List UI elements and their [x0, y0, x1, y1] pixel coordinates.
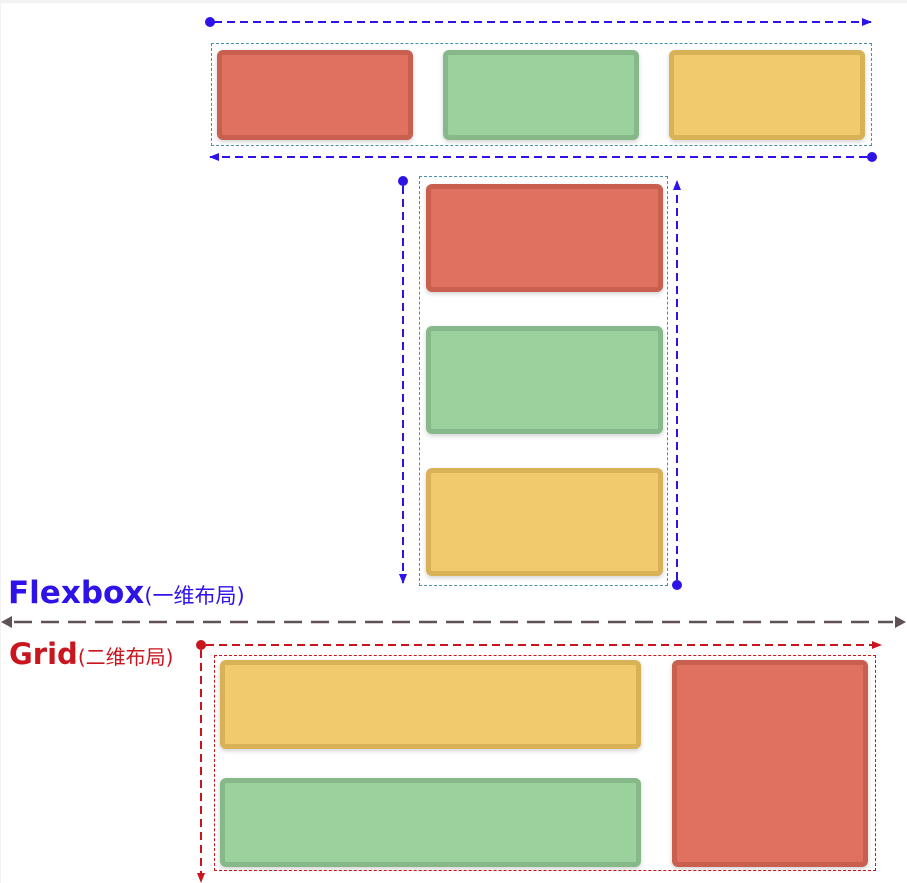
- column-reverse-start-dot: [672, 580, 682, 590]
- grid-container: [214, 655, 876, 871]
- grid-label-main: Grid: [9, 637, 78, 671]
- grid-axis-origin-dot: [196, 640, 206, 650]
- grid-item-green: [220, 778, 641, 867]
- divider-left-arrowhead: [1, 616, 12, 628]
- flex-column-item-red: [426, 184, 663, 292]
- flex-row-item-yellow: [669, 50, 865, 140]
- flex-row-item-red: [217, 50, 413, 140]
- grid-item-red: [672, 660, 868, 867]
- row-axis-start-dot: [205, 17, 215, 27]
- row-reverse-start-dot: [867, 152, 877, 162]
- flex-column-container: [419, 176, 668, 586]
- flex-column-item-yellow: [426, 468, 663, 576]
- flex-column-item-green: [426, 326, 663, 434]
- flexbox-label-sub: (一维布局): [144, 584, 245, 608]
- divider-right-arrowhead: [895, 616, 906, 628]
- flexbox-label: Flexbox(一维布局): [8, 578, 245, 609]
- grid-item-yellow: [220, 660, 641, 749]
- flex-row-container: [211, 43, 872, 146]
- column-axis-start-dot: [398, 176, 408, 186]
- grid-label-sub: (二维布局): [77, 645, 174, 669]
- grid-label: Grid(二维布局): [9, 640, 173, 669]
- flexbox-label-main: Flexbox: [8, 575, 145, 611]
- flex-row-item-green: [443, 50, 639, 140]
